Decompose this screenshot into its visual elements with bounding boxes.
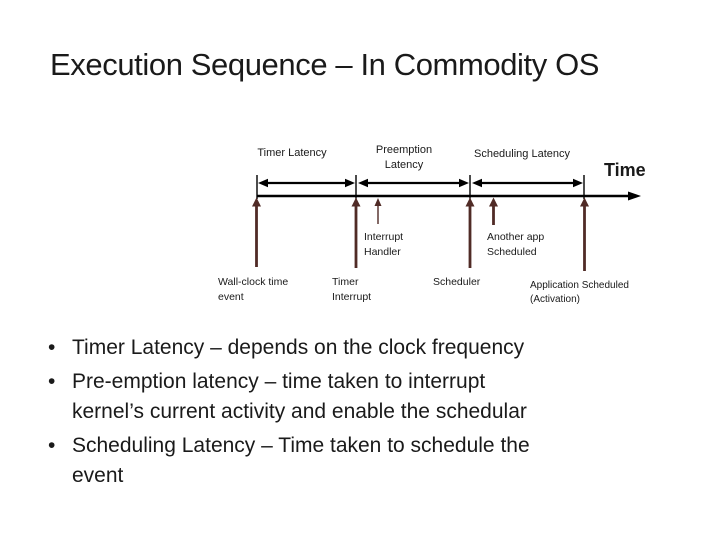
event-arrowhead-icon [465,197,475,207]
list-item: • Scheduling Latency – Time taken to sch… [44,431,694,491]
span-label-scheduling-latency: Scheduling Latency [473,148,570,160]
time-axis-arrowhead-icon [628,191,641,201]
span-arrowhead-left-icon [472,178,482,188]
span-label-timer-latency: Timer Latency [257,147,327,159]
bullet-icon: • [48,434,56,457]
event-arrowhead-icon [489,197,498,207]
event-label-wall-clock: Wall-clock time event [218,276,289,303]
event-arrowhead-icon [374,198,382,206]
span-arrowhead-left-icon [258,178,268,188]
span-arrowhead-right-icon [345,178,355,188]
time-axis-label: Time [604,160,646,180]
event-arrowhead-icon [252,197,261,207]
list-item: • Timer Latency – depends on the clock f… [44,333,694,363]
event-label-scheduler: Scheduler [433,276,481,288]
event-label-interrupt-handler: Interrupt Handler [364,231,404,258]
bullet-text-timer-latency: Timer Latency – depends on the clock fre… [72,336,525,359]
bullet-icon: • [48,370,56,393]
span-arrowhead-right-icon [573,178,583,188]
event-arrowhead-icon [351,197,361,207]
event-label-timer-interrupt: Timer Interrupt [332,276,372,303]
list-item: • Pre-emption latency – time taken to in… [44,367,694,427]
event-label-another-app: Another app Scheduled [487,231,545,258]
bullet-text-preemption-latency: Pre-emption latency – time taken to inte… [72,370,527,423]
slide-title: Execution Sequence – In Commodity OS [50,47,600,82]
bullet-icon: • [48,336,56,359]
event-label-app-scheduled: Application Scheduled (Activation) [530,280,629,305]
bullet-text-scheduling-latency: Scheduling Latency – Time taken to sched… [72,434,530,487]
span-label-preemption-latency: Preemption Latency [375,144,433,171]
bullet-list: • Timer Latency – depends on the clock f… [44,333,694,495]
span-arrowhead-left-icon [358,178,368,188]
event-arrowhead-icon [580,197,589,207]
span-arrowhead-right-icon [459,178,469,188]
